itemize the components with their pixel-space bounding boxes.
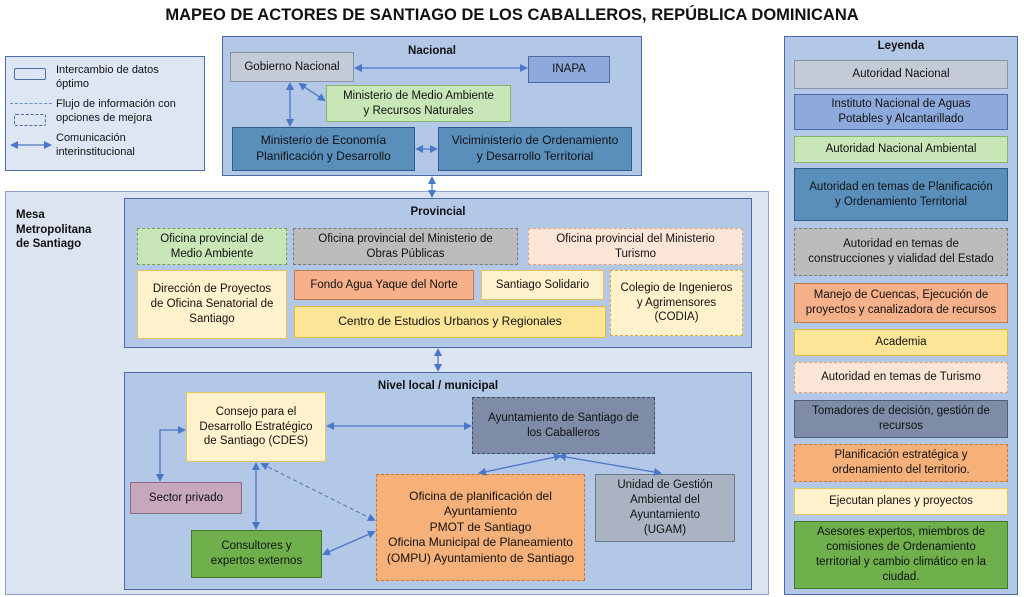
panel-local-title: Nivel local / municipal xyxy=(377,380,499,392)
node-ayuntamiento: Ayuntamiento de Santiago de los Caballer… xyxy=(472,397,655,454)
node-oficina-planificacion: Oficina de planificación del Ayuntamient… xyxy=(376,474,585,581)
legend-item-asesores: Asesores expertos, miembros de comisione… xyxy=(794,521,1008,589)
node-ugam: Unidad de Gestión Ambiental del Ayuntami… xyxy=(595,474,735,542)
node-oficina-turismo: Oficina provincial del Ministerio Turism… xyxy=(528,228,743,265)
legend-item-estrategica: Planificación estratégica y ordenamiento… xyxy=(794,444,1008,482)
node-gobierno-nacional: Gobierno Nacional xyxy=(230,52,354,82)
node-cdes: Consejo para el Desarrollo Estratégico d… xyxy=(186,392,326,462)
panel-nacional-title: Nacional xyxy=(408,45,456,57)
legend-item-turismo: Autoridad en temas de Turismo xyxy=(794,362,1008,393)
legend-item-inapa: Instituto Nacional de Aguas Potables y A… xyxy=(794,94,1008,130)
node-consultores: Consultores y expertos externos xyxy=(191,530,322,578)
node-viceministerio: Viciministerio de Ordenamiento y Desarro… xyxy=(438,127,632,171)
key-dashed-swatch xyxy=(14,114,46,126)
panel-provincial-title: Provincial xyxy=(410,206,466,218)
legend-item-academia: Academia xyxy=(794,329,1008,356)
mesa-label: Mesa Metropolitana de Santiago xyxy=(16,208,92,251)
legend-item-decision: Tomadores de decisión, gestión de recurs… xyxy=(794,400,1008,438)
legend-item-autoridad-nacional: Autoridad Nacional xyxy=(794,60,1008,89)
key-item-communication: Comunicación interinstitucional xyxy=(56,131,135,158)
node-fondo-agua: Fondo Agua Yaque del Norte xyxy=(294,270,474,300)
node-santiago-solidario: Santiago Solidario xyxy=(481,270,604,300)
legend-title: Leyenda xyxy=(877,40,925,52)
node-ministerio-economia: Ministerio de Economía Planificación y D… xyxy=(232,127,415,171)
node-oficina-ambiente: Oficina provincial de Medio Ambiente xyxy=(137,228,287,265)
legend-item-cuencas: Manejo de Cuencas, Ejecución de proyecto… xyxy=(794,283,1008,323)
key-solid-swatch xyxy=(14,68,46,80)
key-item-optimal: Intercambio de datos óptimo xyxy=(56,63,159,90)
node-ministerio-ambiente: Ministerio de Medio Ambiente y Recursos … xyxy=(326,85,511,122)
node-sector-privado: Sector privado xyxy=(130,482,242,514)
key-item-improve: Flujo de información con opciones de mej… xyxy=(56,97,176,124)
node-inapa: INAPA xyxy=(528,56,610,83)
node-centro-estudios: Centro de Estudios Urbanos y Regionales xyxy=(294,306,606,338)
node-codia: Colegio de Ingenieros y Agrimensores (CO… xyxy=(610,270,743,336)
node-direccion-proyectos: Dirección de Proyectos de Oficina Senato… xyxy=(137,270,287,339)
key-dashed-line xyxy=(10,103,52,104)
legend-item-construcciones: Autoridad en temas de construcciones y v… xyxy=(794,228,1008,276)
legend-item-planificacion: Autoridad en temas de Planificación y Or… xyxy=(794,168,1008,221)
node-oficina-obras: Oficina provincial del Ministerio de Obr… xyxy=(293,228,518,265)
legend-item-ambiental: Autoridad Nacional Ambiental xyxy=(794,136,1008,163)
page-title: MAPEO DE ACTORES DE SANTIAGO DE LOS CABA… xyxy=(165,6,859,24)
legend-item-ejecutan: Ejecutan planes y proyectos xyxy=(794,488,1008,515)
